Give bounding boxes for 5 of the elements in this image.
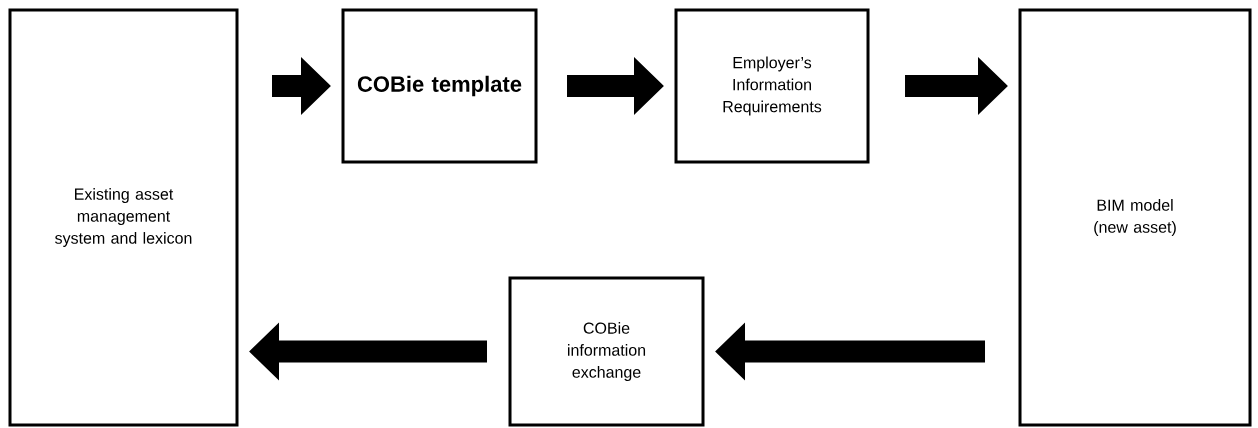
process-box: COBie template xyxy=(341,8,538,164)
process-box: COBie information exchange xyxy=(508,276,705,427)
process-box: BIM model (new asset) xyxy=(1018,8,1252,427)
process-box: Existing asset management system and lexicon xyxy=(8,8,239,427)
process-box: Employer’s Information Requirements xyxy=(674,8,870,164)
